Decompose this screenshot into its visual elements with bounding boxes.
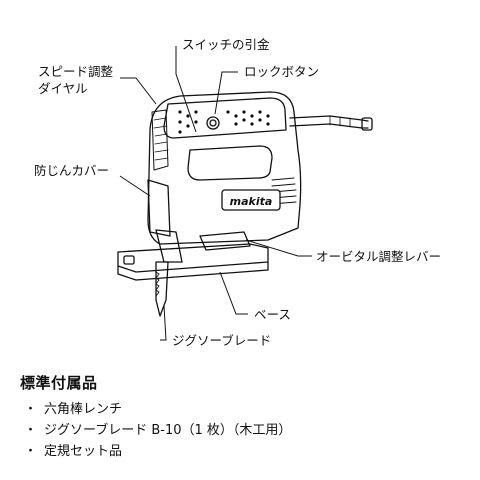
accessory-blade: ジグソーブレード B-10（1 枚）（木工用） [44, 423, 292, 438]
brand-logo: makita [230, 195, 273, 208]
label-jigsaw-blade: ジグソーブレード [172, 332, 271, 349]
handle-opening [187, 145, 273, 181]
accessories-section: 標準付属品 ・ 六角棒レンチ ・ ジグソーブレード B-10（1 枚）（木工用）… [20, 372, 460, 462]
leader-switch [175, 46, 197, 133]
label-orbital-lever-text: オービタル調整レバー [316, 249, 442, 264]
orbital-lever-part [199, 231, 251, 251]
bullet: ・ [24, 402, 38, 417]
leader-base [219, 271, 248, 315]
dust-cover-part [147, 179, 171, 237]
label-base: ベース [254, 306, 291, 323]
accessory-item: ・ 定規セット品 [20, 441, 460, 462]
bullet: ・ [24, 444, 38, 459]
tool-body [147, 91, 302, 245]
base-plate [117, 243, 269, 273]
leader-dust [119, 175, 151, 197]
grip-dots [178, 110, 270, 134]
label-dust-cover: 防じんカバー [34, 162, 109, 179]
leader-blade [160, 305, 167, 341]
leader-lock [214, 71, 238, 115]
lock-button-part [206, 116, 220, 130]
bullet: ・ [24, 423, 38, 438]
accessories-title: 標準付属品 [20, 374, 98, 392]
label-dust-cover-text: 防じんカバー [34, 163, 110, 178]
label-lock-button-text: ロックボタン [244, 64, 320, 79]
accessory-item: ・ ジグソーブレード B-10（1 枚）（木工用） [20, 420, 460, 441]
speed-dial [151, 109, 169, 171]
label-orbital-lever: オービタル調整レバー [316, 248, 441, 265]
label-jigsaw-blade-text: ジグソーブレード [172, 333, 272, 348]
label-switch-trigger: スイッチの引金 [182, 36, 270, 53]
leader-speed [120, 77, 157, 105]
blade-part [155, 261, 169, 317]
accessory-ruler-set: 定規セット品 [44, 444, 123, 459]
label-base-text: ベース [254, 307, 291, 322]
accessory-item: ・ 六角棒レンチ [20, 399, 460, 420]
label-switch-trigger-text: スイッチの引金 [182, 37, 270, 52]
label-lock-button: ロックボタン [244, 63, 319, 80]
accessory-hex-wrench: 六角棒レンチ [44, 402, 123, 417]
label-speed-dial-line2: ダイヤル [38, 81, 88, 96]
label-speed-dial: スピード調整 ダイヤル [38, 63, 113, 97]
leader-orbital [245, 239, 312, 257]
label-speed-dial-line1: スピード調整 [38, 64, 114, 79]
motor-vents [271, 177, 297, 205]
power-cord [289, 115, 369, 122]
